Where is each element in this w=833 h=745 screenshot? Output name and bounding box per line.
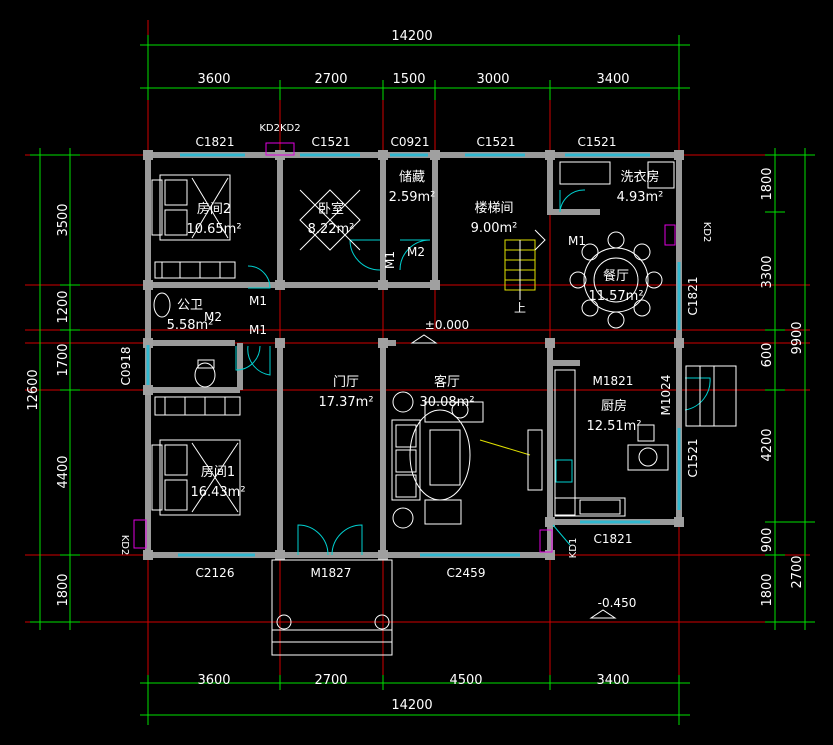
- label-m1024: M1024: [659, 375, 673, 416]
- room-name: 房间1: [201, 464, 235, 480]
- stairs: [504, 229, 546, 300]
- axis-lines: [25, 20, 810, 690]
- dim-top-5: 3400: [596, 72, 629, 87]
- room-name: 房间2: [197, 201, 231, 217]
- dining-table: [569, 231, 663, 329]
- windows: [146, 153, 681, 557]
- label-c2459: C2459: [447, 566, 486, 580]
- room-name: 厨房: [601, 398, 627, 414]
- room-area: 4.93m²: [617, 190, 664, 205]
- label-c1521-a: C1521: [312, 135, 351, 149]
- dim-left-4: 4400: [56, 455, 71, 488]
- dim-right-2: 3300: [760, 255, 775, 288]
- bathroom-fixtures: [153, 292, 216, 388]
- room-name: 卧室: [318, 201, 344, 217]
- room-area: 16.43m²: [190, 485, 245, 500]
- room-name: 洗衣房: [620, 169, 659, 185]
- room-area: 8.22m²: [308, 222, 355, 237]
- dim-top-3: 1500: [392, 72, 425, 87]
- room-name: 客厅: [434, 374, 460, 390]
- room-area: 30.08m²: [419, 395, 474, 410]
- dim-right-5: 900: [760, 528, 775, 553]
- room-area: 11.57m²: [588, 289, 643, 304]
- label-c1521-right: C1521: [686, 439, 700, 478]
- label-kd2-top: KD2KD2: [259, 123, 300, 134]
- room-name: 公卫: [177, 298, 203, 313]
- label-kd2-left: KD2: [119, 535, 130, 556]
- room-area: 5.58m²: [167, 318, 214, 333]
- table-bedroom: [299, 189, 361, 251]
- label-c1821-right: C1821: [686, 277, 700, 316]
- label-kd2-right: KD2: [701, 222, 712, 243]
- sofa-set: [391, 391, 543, 529]
- room-name: 楼梯间: [474, 201, 513, 216]
- markers: [133, 142, 676, 619]
- laundry-fixtures: [559, 161, 675, 189]
- doors: [235, 189, 711, 556]
- dim-left-total: 12600: [26, 369, 41, 410]
- room-area: 9.00m²: [471, 221, 518, 236]
- entry-steps: [271, 365, 737, 656]
- room-labels: 房间2 10.65m² 卧室 8.22m² 储藏 2.59m² 楼梯间 9.00…: [167, 169, 664, 500]
- dim-bottom-4: 3400: [596, 673, 629, 688]
- label-c1821-top: C1821: [196, 135, 235, 149]
- label-m1821: M1821: [593, 374, 634, 388]
- label-c1521-b: C1521: [477, 135, 516, 149]
- label-c0918: C0918: [119, 347, 133, 386]
- label-kd1: KD1: [568, 538, 579, 559]
- kitchen-fixtures: [554, 369, 669, 517]
- label-c1521-c: C1521: [578, 135, 617, 149]
- dim-top-total: 14200: [391, 29, 432, 44]
- label-m2-b: M2: [407, 245, 425, 259]
- dim-right-6: 1800: [760, 573, 775, 606]
- dimension-lines: [30, 35, 815, 725]
- label-m2-a: M2: [204, 310, 222, 324]
- dim-bottom-3: 4500: [449, 673, 482, 688]
- dim-left-5: 1800: [56, 573, 71, 606]
- bed-room2: [151, 174, 231, 241]
- room-area: 2.59m²: [389, 190, 436, 205]
- dim-top-4: 3000: [476, 72, 509, 87]
- label-m1-c: M1: [383, 251, 397, 269]
- dim-left-2: 1200: [56, 290, 71, 323]
- dim-bottom-total: 14200: [391, 698, 432, 713]
- label-c0921: C0921: [391, 135, 430, 149]
- room-area: 17.37m²: [318, 395, 373, 410]
- dim-right-low: 2700: [790, 555, 805, 588]
- label-c1821-bottom: C1821: [594, 532, 633, 546]
- level-main: ±0.000: [425, 318, 469, 332]
- stair-up-label: 上: [514, 301, 526, 315]
- room-name: 餐厅: [603, 268, 629, 284]
- label-m1-d: M1: [568, 234, 586, 248]
- dim-left-3: 1700: [56, 343, 71, 376]
- label-m1-a: M1: [249, 294, 267, 308]
- dim-top-2: 2700: [314, 72, 347, 87]
- room-name: 门厅: [333, 375, 359, 390]
- dim-right-mid: 9900: [790, 321, 805, 354]
- label-c2126: C2126: [196, 566, 235, 580]
- room-area: 12.51m²: [586, 419, 641, 434]
- wardrobe-room2: [154, 261, 236, 279]
- dim-bottom-2: 2700: [314, 673, 347, 688]
- dim-right-1: 1800: [760, 167, 775, 200]
- dim-bottom-1: 3600: [197, 673, 230, 688]
- room-area: 10.65m²: [186, 222, 241, 237]
- label-m1827: M1827: [311, 566, 352, 580]
- wardrobe-room1: [154, 396, 241, 416]
- label-m1-b: M1: [249, 323, 267, 337]
- dim-left-1: 3500: [56, 203, 71, 236]
- dim-top-1: 3600: [197, 72, 230, 87]
- bed-room1: [151, 439, 241, 516]
- level-outside: -0.450: [598, 596, 637, 610]
- room-name: 储藏: [399, 170, 425, 185]
- dim-right-3: 600: [760, 343, 775, 368]
- wall-columns: [143, 150, 684, 560]
- dim-right-4: 4200: [760, 428, 775, 461]
